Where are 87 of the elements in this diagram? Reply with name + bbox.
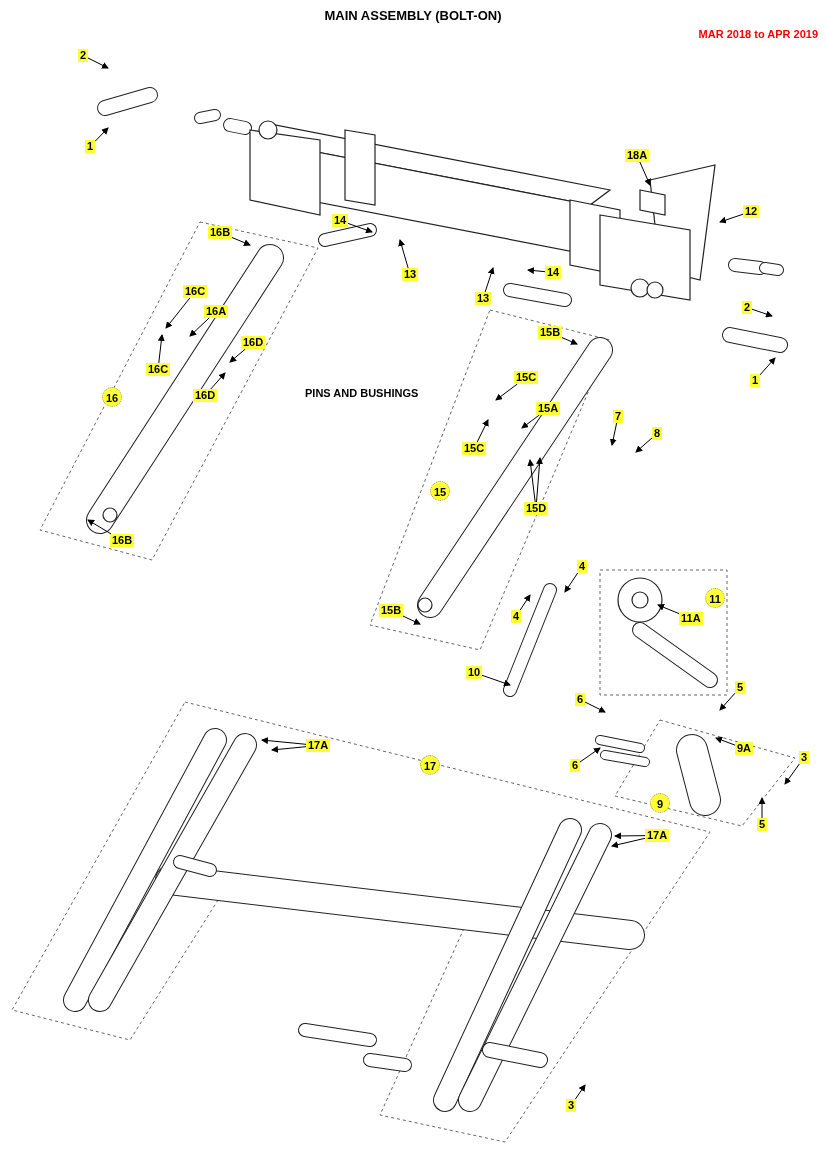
title: MAIN ASSEMBLY (BOLT-ON) [323,8,503,23]
callout-number: 15C [462,441,487,455]
section-heading: PINS AND BUSHINGS [305,387,419,399]
leader-line [261,737,307,745]
leader-line [87,57,109,69]
callout-number: 12 [743,204,760,218]
callout-number: 1 [750,373,761,387]
date-range-note: MAR 2018 to APR 2019 [698,28,818,40]
leader-line [574,1084,586,1100]
leader-line [398,239,409,269]
callout-number: 11A [679,611,703,625]
leader-line [484,267,495,293]
callout-number: 2 [78,48,89,62]
group-number: 9 [650,793,670,813]
callout-number: 5 [735,680,746,694]
leader-line [402,615,421,625]
callout-number: 3 [799,750,810,764]
leader-line [561,337,578,345]
callout-number: 8 [652,426,663,440]
callout-number: 13 [475,291,492,305]
callout-number: 17A [306,738,331,752]
callout-number: 15B [538,325,563,339]
callout-number: 18A [625,148,650,162]
leader-line [751,308,773,318]
callout-number: 15C [514,370,539,384]
callout-number: 16B [110,533,135,547]
callout-number: 16C [146,362,171,376]
leader-line [347,222,373,234]
leader-line [481,674,511,687]
leader-line [527,267,546,275]
leader-line [584,701,606,713]
callout-number: 3 [566,1098,577,1112]
leader-line [639,161,651,186]
leader-line [519,594,531,611]
callout-number: 1 [85,139,96,153]
callout-number: 15D [524,501,549,515]
callout-number: 7 [613,409,624,423]
callout-number: 4 [577,559,588,573]
callout-number: 16C [183,284,208,298]
leader-line [229,348,246,363]
leader-line [527,459,536,503]
leader-line [564,572,579,593]
group-number: 11 [705,588,725,608]
leader-line [784,763,800,785]
callout-number: 13 [402,267,419,281]
group-number: 16 [102,387,122,407]
group-number: 17 [420,755,440,775]
callout-number: 6 [575,692,586,706]
callout-number: 16A [204,304,229,318]
leader-line [715,736,736,746]
callout-number: 17A [645,828,670,842]
leader-line [614,832,646,840]
leader-line [719,692,736,711]
callout-number: 16B [208,225,233,239]
leader-line [231,237,251,246]
leader-line [609,422,618,446]
leader-line [635,437,653,453]
leader-line [579,747,601,763]
leader-line [476,419,489,443]
callout-number: 15A [536,401,561,415]
callout-number: 9A [735,741,754,755]
leader-line [759,357,776,376]
leader-line [87,519,112,535]
leader-line [758,797,766,819]
callout-number: 14 [332,213,349,227]
callout-number: 16D [193,388,218,402]
leader-line [521,414,540,429]
leader-line [611,837,646,849]
leader-line [94,127,109,142]
leader-line [165,297,191,329]
leader-line [719,213,744,224]
callout-number: 4 [511,609,522,623]
group-number: 15 [430,481,450,501]
leader-line [189,317,210,337]
callout-number: 2 [742,300,753,314]
callout-number: 14 [545,265,562,279]
leader-line [657,604,680,615]
callout-number: 15B [379,603,404,617]
callout-number: 6 [570,758,581,772]
callout-number: 10 [466,665,483,679]
leader-line [210,372,226,390]
callout-number: 16D [241,335,266,349]
callout-number: 5 [757,817,768,831]
leader-line [536,457,543,503]
leader-line [157,334,165,364]
leader-line [495,383,518,401]
leader-line [271,745,307,753]
